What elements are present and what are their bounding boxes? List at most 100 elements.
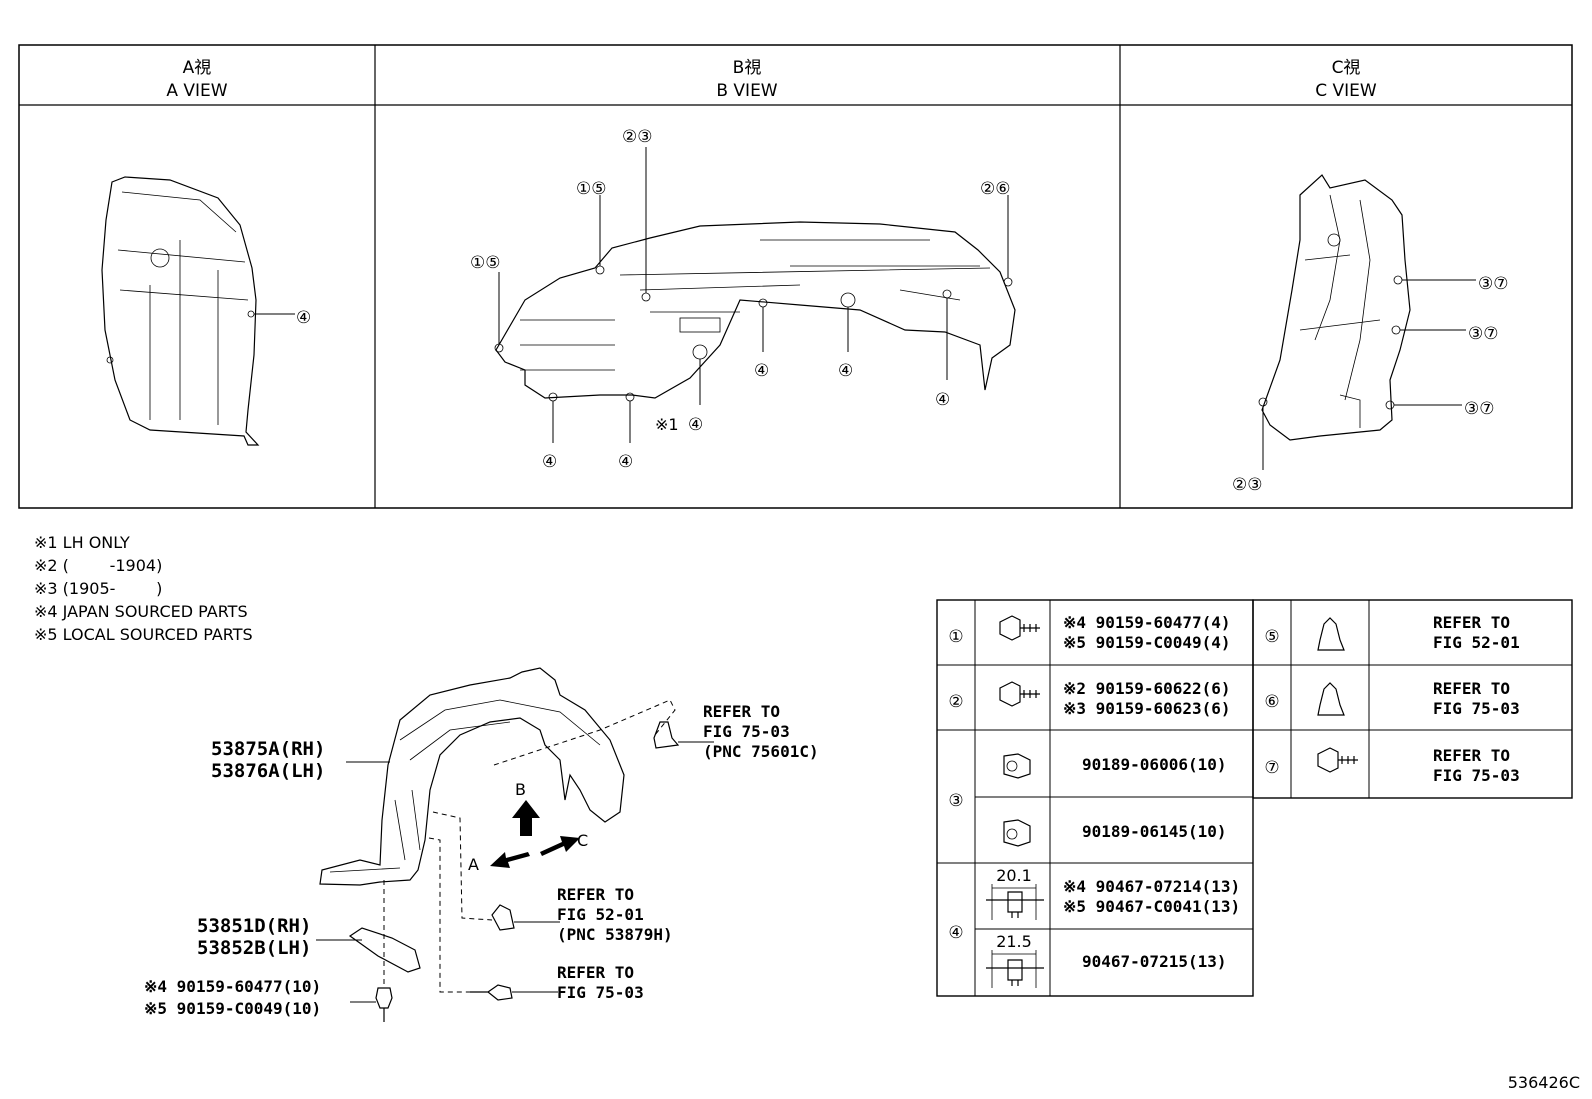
note-1: ※1 LH ONLY [34, 533, 130, 552]
arrow-label-c: C [577, 831, 588, 850]
part-number-line-1: ※4 90159-60477(4) [1063, 613, 1231, 632]
refer-line-1: REFER TO [557, 963, 634, 982]
push-clip-icon [986, 884, 1044, 920]
callout-b-4-f: ④ [688, 415, 703, 435]
refer-line-3: (PNC 75601C) [703, 742, 819, 761]
callout-b-4-e: ④ [618, 452, 633, 472]
note-3: ※3 (1905- ) [34, 579, 162, 598]
figure-id: 536426C [1508, 1073, 1580, 1092]
direction-arrows: B C A [468, 780, 588, 874]
fastener-table: ① ※4 90159-60477(4) ※5 90159-C0049(4) ② … [936, 599, 1573, 997]
row-number: ⑦ [1264, 758, 1279, 778]
callout-b-2-6: ②⑥ [980, 179, 1010, 199]
callout-c-3-7-c: ③⑦ [1464, 399, 1494, 419]
clip-dimension: 21.5 [996, 932, 1032, 951]
fastener-row-6: ⑥ REFER TO FIG 75-03 [1264, 679, 1519, 718]
bracket-drawing [348, 927, 421, 973]
arrow-label-b: B [515, 780, 526, 799]
view-a-jp-label: A視 [183, 58, 212, 78]
part-number: 90467-07215(13) [1082, 952, 1227, 971]
fastener-row-5: ⑤ REFER TO FIG 52-01 [1264, 613, 1519, 652]
part-53851d-label: 53851D(RH) [197, 915, 311, 937]
bolt-part-line-2: ※5 90159-C0049(10) [144, 999, 321, 1018]
part-53852b-label: 53852B(LH) [197, 937, 311, 959]
bolt-drawing [375, 987, 393, 1022]
part-number-line-2: ※3 90159-60623(6) [1063, 699, 1231, 718]
refer-line-2: FIG 75-03 [557, 983, 644, 1002]
refer-line-2: FIG 75-03 [1433, 766, 1520, 785]
view-panel: A視 A VIEW B視 B VIEW C視 C VIEW [18, 44, 1573, 509]
fastener-row-2: ② ※2 90159-60622(6) ※3 90159-60623(6) [948, 679, 1230, 718]
note-2: ※2 ( -1904) [34, 556, 162, 575]
refer-line-3: (PNC 53879H) [557, 925, 673, 944]
screw-with-washer-icon [999, 615, 1040, 641]
callout-b-1-5-upper: ①⑤ [576, 179, 606, 199]
view-c-jp-label: C視 [1332, 58, 1361, 78]
part-53875a-label: 53875A(RH) [211, 738, 325, 760]
view-b-drawing: ②③ ①⑤ ①⑤ ②⑥ ④ ④ ④ ④ ④ ※1 ④ [470, 127, 1016, 472]
part-number: 90189-06006(10) [1082, 755, 1227, 774]
screw-with-washer-icon [999, 681, 1040, 707]
screw-with-washer-icon [1317, 747, 1358, 773]
view-b-jp-label: B視 [733, 58, 762, 78]
bolt-part-line-1: ※4 90159-60477(10) [144, 977, 321, 996]
main-assembly: B C A 53875A(RH) 53876A(LH) 53851D(RH) 5… [144, 667, 819, 1022]
fastener-row-7: ⑦ REFER TO FIG 75-03 [1264, 746, 1519, 785]
refer-line-2: FIG 52-01 [1433, 633, 1520, 652]
callout-c-3-7-a: ③⑦ [1478, 274, 1508, 294]
view-a-drawing: ④ [101, 176, 311, 446]
callout-b-note-1: ※1 [655, 415, 679, 434]
callout-b-4-c: ④ [935, 390, 950, 410]
callout-c-3-7-b: ③⑦ [1468, 324, 1498, 344]
refer-line-1: REFER TO [557, 885, 634, 904]
row-number: ① [948, 627, 963, 647]
view-c-label: C VIEW [1315, 81, 1377, 101]
note-5: ※5 LOCAL SOURCED PARTS [34, 625, 253, 644]
clip-75601c-drawing [653, 721, 680, 749]
view-b-label: B VIEW [716, 81, 777, 101]
callout-b-1-5-left: ①⑤ [470, 253, 500, 273]
clip-nut-icon [1003, 819, 1031, 847]
part-number: 90189-06145(10) [1082, 822, 1227, 841]
callout-b-4-d: ④ [542, 452, 557, 472]
refer-line-2: FIG 52-01 [557, 905, 644, 924]
callout-b-4-a: ④ [754, 361, 769, 381]
part-53876a-label: 53876A(LH) [211, 760, 325, 782]
part-number-line-2: ※5 90159-C0049(4) [1063, 633, 1231, 652]
retainer-clip-icon [1317, 682, 1345, 716]
notes-list: ※1 LH ONLY ※2 ( -1904) ※3 (1905- ) ※4 JA… [34, 533, 253, 644]
callout-c-2-3: ②③ [1232, 475, 1262, 495]
view-c-drawing: ③⑦ ③⑦ ③⑦ ②③ [1232, 174, 1508, 495]
refer-line-1: REFER TO [1433, 679, 1510, 698]
clip-53879h-drawing [491, 904, 515, 931]
clip-nut-icon [1003, 753, 1031, 779]
row-number-4: ④ [948, 923, 963, 943]
fastener-row-3a: 90189-06006(10) [1003, 753, 1227, 779]
arrow-label-a: A [468, 855, 479, 874]
part-number-line-1: ※4 90467-07214(13) [1063, 877, 1240, 896]
fender-liner-drawing [319, 667, 625, 886]
row-number: ⑤ [1264, 627, 1279, 647]
fastener-row-4b: 21.5 90467-07215(13) [986, 932, 1227, 988]
clip-dimension: 20.1 [996, 866, 1032, 885]
row-number: ⑥ [1264, 692, 1279, 712]
part-number-line-2: ※5 90467-C0041(13) [1063, 897, 1240, 916]
row-number: ② [948, 692, 963, 712]
screw-75-03-drawing [470, 984, 513, 1001]
fastener-row-3b: 90189-06145(10) [1003, 819, 1227, 847]
push-clip-icon [986, 950, 1044, 988]
note-4: ※4 JAPAN SOURCED PARTS [34, 602, 248, 621]
callout-a-4: ④ [296, 308, 311, 328]
refer-53879h: REFER TO FIG 52-01 (PNC 53879H) [557, 885, 673, 944]
refer-line-1: REFER TO [703, 702, 780, 721]
refer-75601c: REFER TO FIG 75-03 (PNC 75601C) [703, 702, 819, 761]
refer-line-1: REFER TO [1433, 746, 1510, 765]
refer-line-1: REFER TO [1433, 613, 1510, 632]
refer-line-2: FIG 75-03 [1433, 699, 1520, 718]
view-a-label: A VIEW [166, 81, 227, 101]
callout-b-4-b: ④ [838, 361, 853, 381]
part-number-line-1: ※2 90159-60622(6) [1063, 679, 1231, 698]
retainer-clip-icon [1317, 617, 1345, 651]
fastener-row-1: ① ※4 90159-60477(4) ※5 90159-C0049(4) [948, 613, 1230, 652]
